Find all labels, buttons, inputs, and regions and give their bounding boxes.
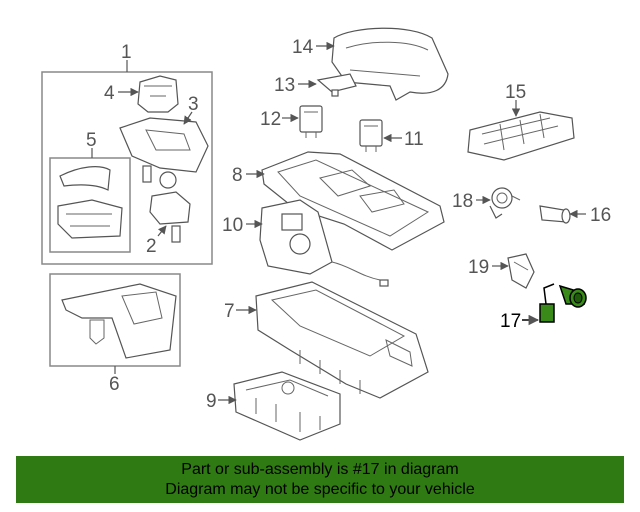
callout-5[interactable]: 5 (86, 130, 97, 151)
parts-diagram: 1 5 4 3 2 6 14 (41, 27, 611, 441)
callout-14[interactable]: 14 (292, 37, 314, 58)
callout-16[interactable]: 16 (590, 205, 611, 226)
part-15-switch-panel (467, 111, 575, 161)
info-banner: Part or sub-assembly is #17 in diagram D… (16, 456, 624, 503)
part-5-trim (57, 166, 123, 239)
part-9-bracket (233, 371, 341, 441)
callout-19[interactable]: 19 (468, 257, 489, 278)
callout-3[interactable]: 3 (188, 94, 199, 115)
assembly-5-box (49, 157, 131, 253)
part-13-cover (316, 73, 357, 97)
part-3-shifter-bezel (119, 117, 209, 173)
callout-4[interactable]: 4 (104, 83, 115, 104)
part-14-armrest-lid (331, 27, 449, 101)
callout-7[interactable]: 7 (224, 301, 235, 322)
part-7-console-body (255, 281, 429, 399)
part-18-socket (489, 187, 521, 219)
part-19-bracket (507, 253, 535, 289)
banner-line-disclaimer: Diagram may not be specific to your vehi… (165, 481, 475, 498)
part-12-switch (299, 105, 323, 138)
banner-line-part: Part or sub-assembly is #17 in diagram (181, 461, 459, 478)
part-11-switch (359, 119, 383, 152)
part-6-console-trim (61, 283, 177, 359)
part-4-shift-knob (137, 75, 179, 113)
part-16-plug (539, 205, 571, 224)
callout-10[interactable]: 10 (222, 215, 243, 236)
callout-2[interactable]: 2 (146, 236, 157, 257)
callout-1[interactable]: 1 (121, 42, 132, 63)
part-17-power-outlet[interactable] (539, 283, 587, 323)
part-2-shift-mechanism (142, 165, 191, 243)
callout-9[interactable]: 9 (206, 391, 217, 412)
callout-6[interactable]: 6 (109, 374, 120, 395)
part-10-shifter-base (259, 199, 389, 287)
callout-12[interactable]: 12 (260, 109, 281, 130)
callout-15[interactable]: 15 (505, 82, 526, 103)
callout-13[interactable]: 13 (274, 75, 295, 96)
callout-8[interactable]: 8 (232, 165, 243, 186)
callout-17[interactable]: 17 (500, 311, 521, 332)
part-8-console-top (261, 151, 445, 251)
callout-11[interactable]: 11 (404, 129, 424, 150)
callout-18[interactable]: 18 (452, 191, 473, 212)
